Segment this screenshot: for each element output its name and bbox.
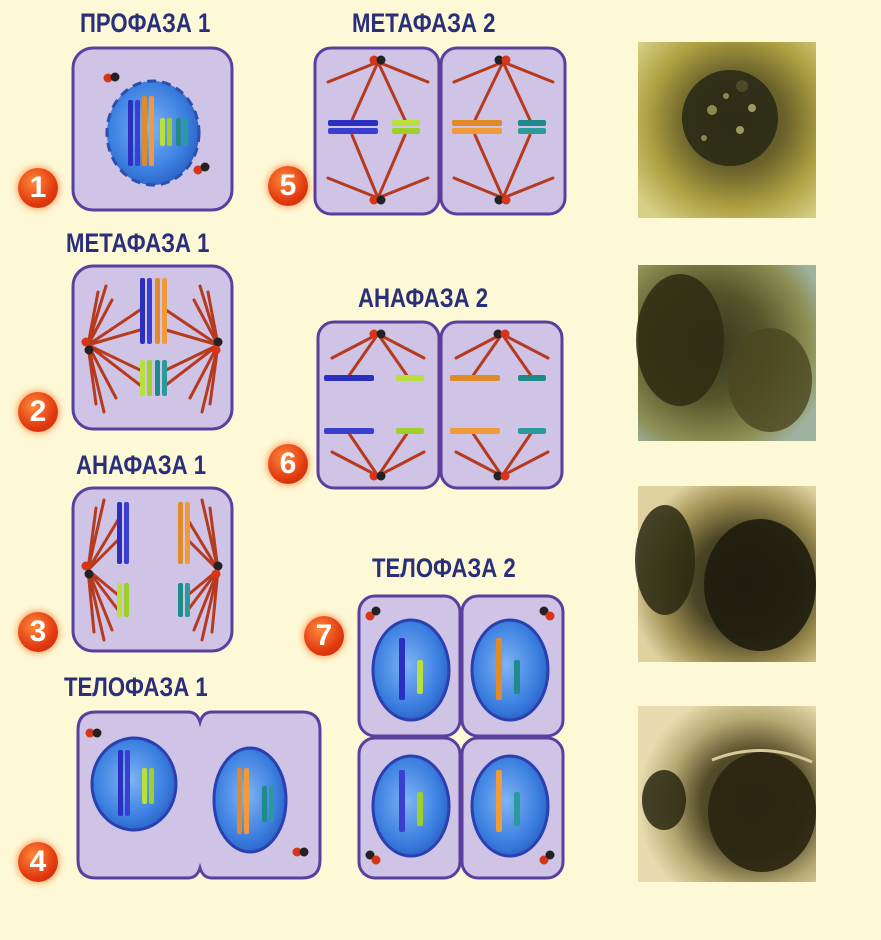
label-anaphase-2: АНАФАЗА 2 <box>358 283 488 314</box>
number-badge-4: 4 <box>18 842 58 882</box>
label-anaphase-1: АНАФАЗА 1 <box>76 450 206 481</box>
cell-metaphase-1 <box>73 266 232 429</box>
micrograph-3 <box>635 486 816 662</box>
number-badge-2: 2 <box>18 392 58 432</box>
micrograph-2 <box>636 265 816 441</box>
label-telophase-1: ТЕЛОФАЗА 1 <box>64 672 208 703</box>
label-metaphase-2: МЕТАФАЗА 2 <box>352 8 495 39</box>
cells-anaphase-2 <box>318 322 562 488</box>
label-metaphase-1: МЕТАФАЗА 1 <box>66 228 209 259</box>
micrograph-4 <box>638 706 816 882</box>
number-badge-6: 6 <box>268 444 308 484</box>
cell-anaphase-1 <box>73 488 232 651</box>
number-badge-1: 1 <box>18 168 58 208</box>
cell-telophase-1 <box>78 712 320 878</box>
label-prophase-1: ПРОФАЗА 1 <box>80 8 210 39</box>
label-telophase-2: ТЕЛОФАЗА 2 <box>372 553 516 584</box>
number-badge-7: 7 <box>304 616 344 656</box>
cells-metaphase-2 <box>315 48 565 214</box>
cells-telophase-2 <box>359 596 563 878</box>
number-badge-5: 5 <box>268 166 308 206</box>
cell-prophase-1 <box>73 48 232 210</box>
micrograph-1 <box>638 42 816 218</box>
number-badge-3: 3 <box>18 612 58 652</box>
